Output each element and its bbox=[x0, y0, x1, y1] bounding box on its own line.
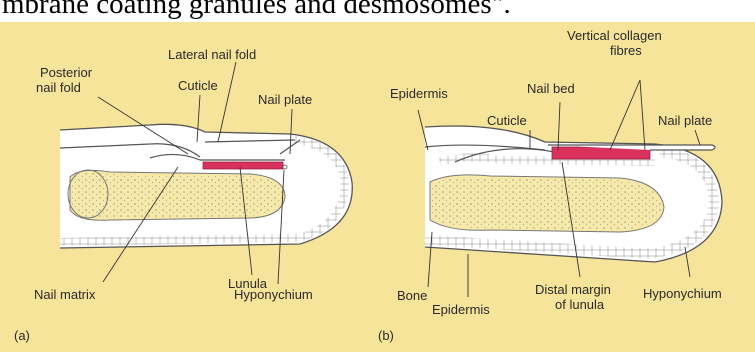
label-nail-plate-b: Nail plate bbox=[658, 113, 712, 128]
label-cuticle-b: Cuticle bbox=[487, 113, 527, 128]
nail-diagram-svg: Lateral nail fold Posterior nail fold Cu… bbox=[0, 22, 755, 352]
label-vertical-collagen-line1: Vertical collagen bbox=[567, 28, 662, 43]
nail-anatomy-figure: Lateral nail fold Posterior nail fold Cu… bbox=[0, 22, 755, 352]
panel-a: Lateral nail fold Posterior nail fold Cu… bbox=[14, 47, 352, 343]
panel-a-hyponychium-point bbox=[283, 165, 287, 169]
label-epidermis-bottom: Epidermis bbox=[432, 302, 490, 317]
label-nail-matrix: Nail matrix bbox=[34, 287, 96, 302]
label-vertical-collagen-line2: fibres bbox=[610, 43, 642, 58]
label-hyponychium-a: Hyponychium bbox=[234, 287, 313, 302]
label-posterior-nail-fold-line2: nail fold bbox=[36, 80, 81, 95]
label-lateral-nail-fold: Lateral nail fold bbox=[168, 47, 256, 62]
label-posterior-nail-fold-line1: Posterior bbox=[40, 65, 93, 80]
label-cuticle-a: Cuticle bbox=[178, 78, 218, 93]
label-nail-bed: Nail bed bbox=[527, 81, 575, 96]
label-distal-margin-line1: Distal margin bbox=[535, 282, 611, 297]
panel-b-label: (b) bbox=[378, 328, 394, 343]
label-nail-plate-a: Nail plate bbox=[258, 92, 312, 107]
panel-a-label: (a) bbox=[14, 328, 30, 343]
panel-b: Vertical collagen fibres Epidermis Nail … bbox=[378, 28, 722, 343]
label-epidermis-top: Epidermis bbox=[390, 86, 448, 101]
label-bone: Bone bbox=[397, 288, 427, 303]
panel-a-nail-bed bbox=[203, 162, 283, 169]
label-distal-margin-line2: of lunula bbox=[555, 297, 605, 312]
header-text-fragment: mbrane coating granules and desmosomes". bbox=[0, 0, 755, 22]
panel-b-bone-marrow bbox=[432, 177, 662, 230]
label-hyponychium-b: Hyponychium bbox=[643, 286, 722, 301]
